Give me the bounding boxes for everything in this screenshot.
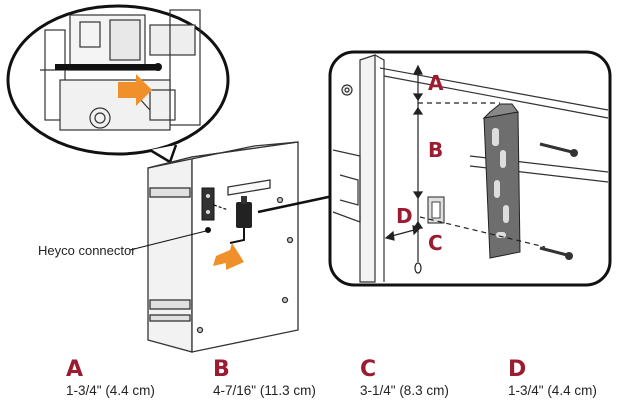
zoom-leader-line bbox=[257, 194, 334, 214]
heyco-connector-point bbox=[205, 227, 211, 233]
bracket-screw-bottom bbox=[539, 246, 573, 260]
zoom-bubble bbox=[6, 4, 230, 164]
legend-letter: B bbox=[213, 357, 230, 382]
bubble-orange-arrow bbox=[118, 74, 152, 106]
bubble-wire bbox=[55, 64, 155, 70]
d-dimension bbox=[384, 225, 422, 241]
legend-item-b: B 4-7/16" (11.3 cm) bbox=[213, 358, 363, 400]
legend-letter: A bbox=[66, 357, 84, 382]
dimension-label-c: C bbox=[428, 231, 443, 255]
heyco-leader-line bbox=[129, 230, 207, 251]
box-connector bbox=[201, 187, 252, 244]
dimension-label-d: D bbox=[396, 204, 413, 228]
bracket-screw-top bbox=[539, 142, 578, 157]
legend-item-a: A 1-3/4" (4.4 cm) bbox=[66, 358, 216, 400]
legend-letter: D bbox=[508, 357, 527, 382]
legend-value: 1-3/4" (4.4 cm) bbox=[66, 383, 155, 398]
zoom-panel: A B C D bbox=[328, 50, 612, 287]
legend-item-c: C 3-1/4" (8.3 cm) bbox=[360, 358, 510, 400]
control-box bbox=[147, 141, 299, 353]
heyco-connector-label: Heyco connector bbox=[38, 243, 136, 258]
mounting-bracket bbox=[482, 103, 521, 259]
legend-value: 3-1/4" (8.3 cm) bbox=[360, 383, 449, 398]
bubble-interior bbox=[40, 9, 201, 131]
legend-item-d: D 1-3/4" (4.4 cm) bbox=[508, 358, 641, 400]
box-orange-arrow bbox=[213, 243, 244, 270]
legend-value: 4-7/16" (11.3 cm) bbox=[213, 383, 316, 398]
dimension-label-a: A bbox=[428, 71, 444, 95]
dimension-label-b: B bbox=[428, 138, 443, 162]
legend-letter: C bbox=[360, 357, 377, 382]
legend-value: 1-3/4" (4.4 cm) bbox=[508, 383, 597, 398]
